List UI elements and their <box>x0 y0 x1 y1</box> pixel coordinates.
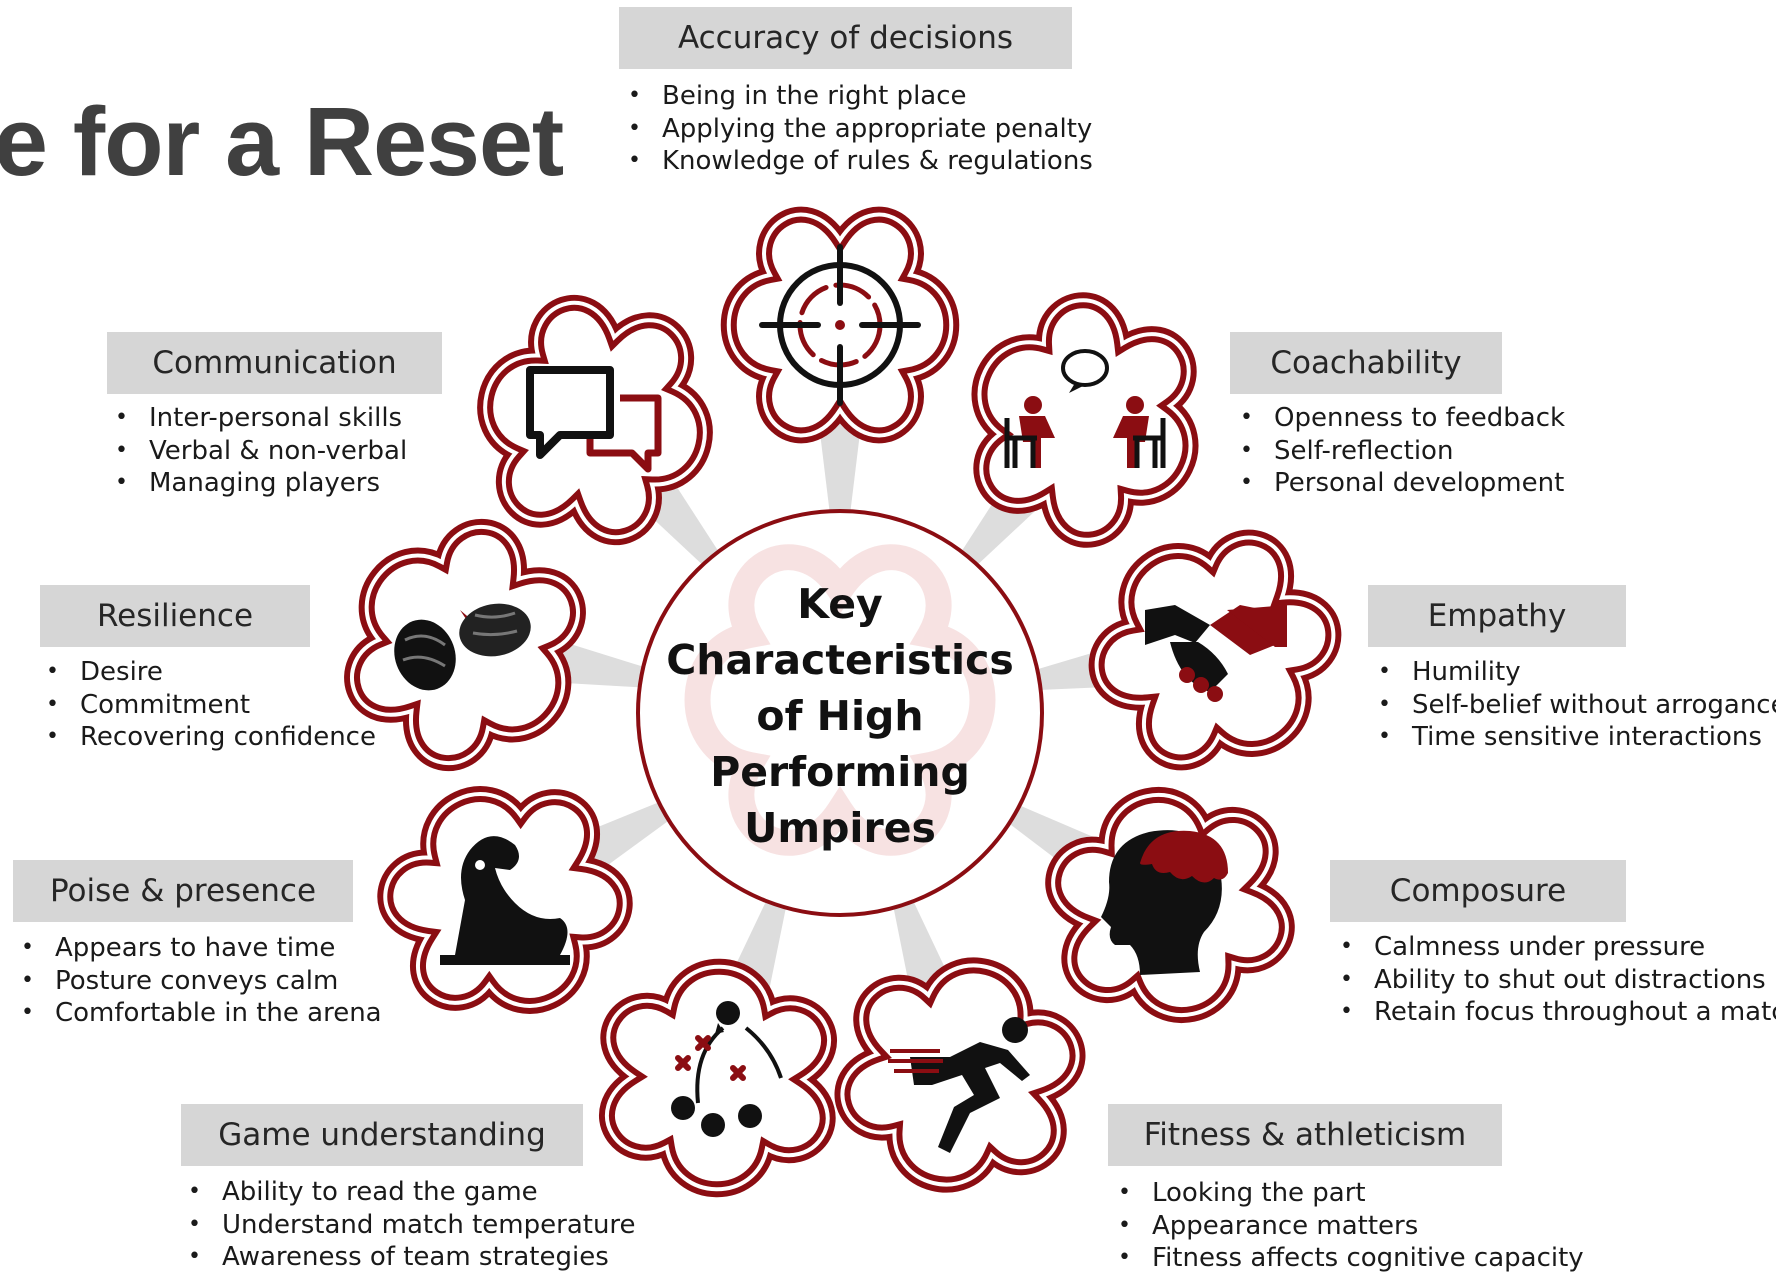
center-label: Key Characteristics of High Performing U… <box>655 576 1025 856</box>
center-line: Key <box>797 580 883 628</box>
label-empathy: Empathy <box>1368 585 1626 647</box>
list-item: Self-belief without arrogance <box>1374 689 1776 722</box>
bullets-composure: Calmness under pressure Ability to shut … <box>1336 931 1776 1029</box>
page-title: e for a Reset <box>0 87 564 196</box>
list-item: Being in the right place <box>624 80 1093 113</box>
center-line: Characteristics <box>666 636 1014 684</box>
bullets-poise-and-presence: Appears to have time Posture conveys cal… <box>17 932 382 1030</box>
speech-bubbles-icon <box>526 366 662 473</box>
list-item: Recovering confidence <box>42 721 376 754</box>
list-item: Applying the appropriate penalty <box>624 113 1093 146</box>
center-line: of High <box>756 692 924 740</box>
bullets-fitness-and-athleticism: Looking the part Appearance matters Fitn… <box>1114 1177 1584 1275</box>
bullets-coachability: Openness to feedback Self-reflection Per… <box>1236 402 1565 500</box>
tactics-play-icon <box>671 1001 783 1137</box>
label-communication: Communication <box>107 332 442 394</box>
center-line: Performing <box>710 748 970 796</box>
label-poise-and-presence: Poise & presence <box>13 860 353 922</box>
list-item: Knowledge of rules & regulations <box>624 145 1093 178</box>
list-item: Managing players <box>111 467 407 500</box>
bullets-game-understanding: Ability to read the game Understand matc… <box>184 1176 636 1274</box>
crosshair-icon <box>759 244 921 406</box>
bullets-communication: Inter-personal skills Verbal & non-verba… <box>111 402 407 500</box>
list-item: Looking the part <box>1114 1177 1584 1210</box>
list-item: Inter-personal skills <box>111 402 407 435</box>
bullets-empathy: Humility Self-belief without arrogance T… <box>1374 656 1776 754</box>
list-item: Understand match temperature <box>184 1209 636 1242</box>
list-item: Appears to have time <box>17 932 382 965</box>
boxing-gloves-icon <box>394 603 531 691</box>
list-item: Fitness affects cognitive capacity <box>1114 1242 1584 1275</box>
label-accuracy-of-decisions: Accuracy of decisions <box>619 7 1072 69</box>
handshake-icon <box>1145 605 1287 702</box>
bullets-resilience: Desire Commitment Recovering confidence <box>42 656 376 754</box>
list-item: Retain focus throughout a match <box>1336 996 1776 1029</box>
list-item: Humility <box>1374 656 1776 689</box>
list-item: Self-reflection <box>1236 435 1565 468</box>
label-fitness-and-athleticism: Fitness & athleticism <box>1108 1104 1502 1166</box>
lion-statue-icon <box>440 836 570 965</box>
head-brain-icon <box>1101 830 1228 975</box>
center-line: Umpires <box>744 804 936 852</box>
label-resilience: Resilience <box>40 585 310 647</box>
list-item: Comfortable in the arena <box>17 997 382 1030</box>
label-composure: Composure <box>1330 860 1626 922</box>
list-item: Verbal & non-verbal <box>111 435 407 468</box>
list-item: Awareness of team strategies <box>184 1241 636 1274</box>
label-game-understanding: Game understanding <box>181 1104 583 1166</box>
list-item: Personal development <box>1236 467 1565 500</box>
sprinter-icon <box>888 1017 1030 1153</box>
list-item: Commitment <box>42 689 376 722</box>
bullets-accuracy-of-decisions: Being in the right place Applying the ap… <box>624 80 1093 178</box>
list-item: Ability to shut out distractions <box>1336 964 1776 997</box>
list-item: Ability to read the game <box>184 1176 636 1209</box>
list-item: Openness to feedback <box>1236 402 1565 435</box>
coaching-conversation-icon <box>1004 349 1166 468</box>
list-item: Calmness under pressure <box>1336 931 1776 964</box>
list-item: Appearance matters <box>1114 1210 1584 1243</box>
list-item: Time sensitive interactions <box>1374 721 1776 754</box>
label-coachability: Coachability <box>1230 332 1502 394</box>
list-item: Posture conveys calm <box>17 965 382 998</box>
medallion <box>606 965 831 1191</box>
list-item: Desire <box>42 656 376 689</box>
